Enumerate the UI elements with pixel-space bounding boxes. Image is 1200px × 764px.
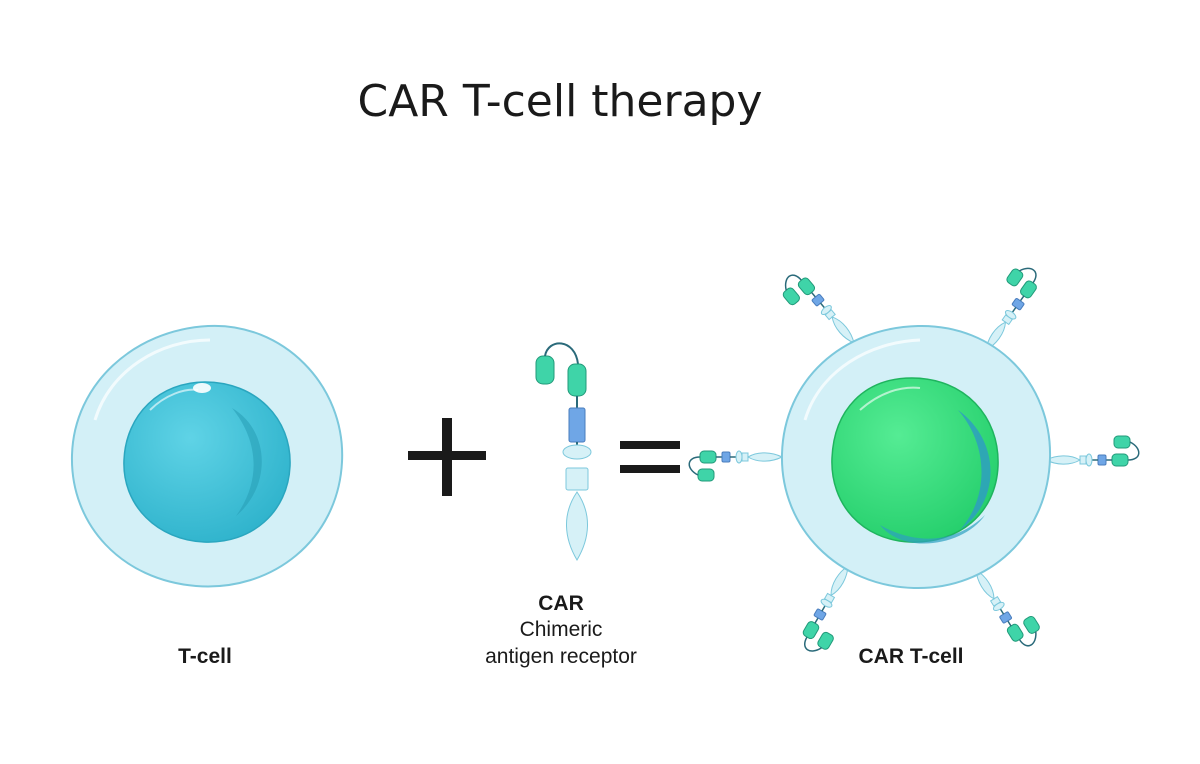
diagram-title: CAR T-cell therapy bbox=[357, 76, 762, 127]
car-t-cell-label: CAR T-cell bbox=[858, 645, 963, 668]
plus-icon bbox=[408, 418, 486, 496]
car-description-line1: Chimeric bbox=[520, 618, 603, 641]
surface-receptor-left bbox=[688, 450, 783, 482]
t-cell-label: T-cell bbox=[178, 645, 232, 668]
car-label: CAR bbox=[538, 592, 584, 615]
equals-icon bbox=[620, 441, 680, 473]
car-t-cell-icon bbox=[688, 259, 1140, 660]
t-cell-icon bbox=[70, 324, 344, 588]
car-description-line2: antigen receptor bbox=[485, 645, 637, 668]
car-receptor-icon bbox=[535, 342, 592, 561]
surface-receptor-right bbox=[1045, 435, 1140, 467]
